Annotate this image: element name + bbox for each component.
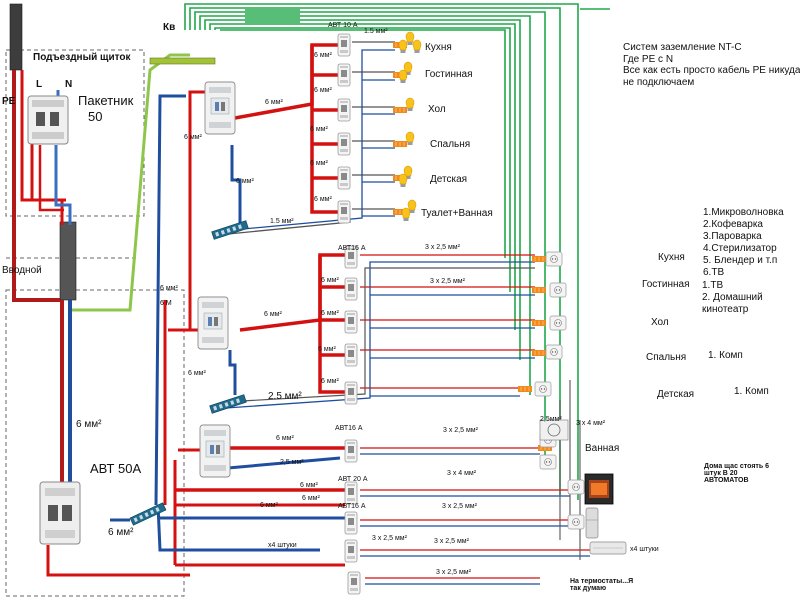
room-right-kids: Детская [657,389,695,400]
light-breaker-wire: 6 мм² [314,196,332,203]
light-group-wires [227,41,395,235]
pe-label: PE [2,96,16,107]
socket-breakers [344,245,358,405]
switch-value: 50 [88,109,103,124]
socket-rail-wire: 6 мм² [188,370,206,377]
terminal-block-icon [209,394,247,414]
room-right-kitchen: Кухня [658,252,685,263]
main-out-wire-label: 6 мм² [108,527,134,538]
wet-x4-right: х4 штуки [630,546,659,553]
kv-label: Кв [163,22,176,33]
main-breaker-label: АВТ 50А [90,461,142,476]
wet-line5: 3 х 2,5 мм² [436,569,471,576]
wet-bath: Ванная [585,443,620,454]
wet-rcd-wire: 6 мм² [276,435,294,442]
thermostats-note: На термостаты...Я так думаю [570,578,634,592]
wet-line4a: 3 х 2,5 мм² [372,535,407,542]
socket-rcd-wire: 6 мм² [264,311,282,318]
rcd-sockets-icon [197,296,229,350]
living-items: 1.ТВ 2. Домашний кинотеатр [702,280,763,315]
light-rcd-wire: 6 мм² [265,99,283,106]
l-label: L [36,79,43,90]
kids-items: 1. Комп [734,386,769,397]
ground-bus-lines [184,3,610,500]
wet-wire-c: 6 мм² [260,502,278,509]
socket-breaker-wire: 6 мм² [321,277,339,284]
light-breaker-wire: 6 мм² [314,52,332,59]
riser-cables [9,3,77,301]
wet-line2: 3 х 4 мм² [447,470,477,477]
kitchen-items: 1.Микроволновка 2.Кофеварка 3.Пароварка … [703,207,784,278]
light-wire-top: 1.5 мм² [364,28,388,35]
light-breaker-wire: 6 мм² [314,87,332,94]
wet-breaker3: АВТ16 А [338,503,366,510]
panel-title: Подъездный щиток [33,52,131,63]
bulb-icons [398,31,422,222]
wet-breakers [344,439,361,595]
wet-line4b: 3 х 2,5 мм² [434,538,469,545]
fridge-icon [585,507,599,539]
socket-feed-b: 6 М [160,300,172,307]
pe-wire [70,53,190,312]
light-bus-wire: 1.5 мм² [270,218,294,225]
light-breakers [337,33,351,224]
socket-line-a: 3 х 2,5 мм² [425,244,460,251]
wet-wire-a: 6 мм² [300,482,318,489]
oven-icon [584,473,614,505]
wet-cable-4: 3 х 4 мм² [576,420,606,427]
main-wire-label: 6 мм² [76,419,102,430]
socket-breaker-label: АВТ16 А [338,245,366,252]
room-right-living: Гостинная [642,279,690,290]
light-rail-wire: 6 мм² [236,178,254,185]
panel-wires [12,70,190,577]
room-bedroom: Спальня [430,139,471,150]
grounding-note: Систем заземление NT-C Где PE с N Все ка… [623,42,800,88]
wet-wire-b: 6 мм² [302,495,320,502]
room-kids: Детская [430,174,468,185]
light-feed-wire: 6 мм² [184,134,202,141]
socket-breaker-wire: 6 мм² [321,310,339,317]
room-wc: Туалет+Ванная [421,208,493,219]
wet-x4: х4 штуки [268,542,297,549]
home-note: Дома щас стоять 6 штук В 20 АВТОМАТОВ [704,463,769,484]
wet-line1: 3 х 2,5 мм² [443,427,478,434]
wet-breaker2: АВТ 20 А [338,476,368,483]
room-right-hall: Хол [651,317,669,328]
wet-line3: 3 х 2,5 мм² [442,503,477,510]
n-label: N [65,79,73,90]
room-living: Гостинная [425,69,473,80]
socket-group-wires [223,253,535,409]
light-breaker-label: АВТ 10 А [328,22,358,29]
rcd-wet-icon [199,424,231,478]
pe-bus-icon [149,57,216,65]
input-label: Вводной [2,265,42,276]
socket-feed-a: 6 мм² [160,285,178,292]
switch-label: Пакетник [78,93,134,108]
socket-breaker-wire: 6 мм² [318,346,336,353]
wet-n-wire: 2,5 мм² [280,459,304,466]
room-kitchen: Кухня [425,42,452,53]
light-breaker-wire: 6 мм² [310,126,328,133]
bedroom-items: 1. Комп [708,350,743,361]
room-hall: Хол [428,104,446,115]
terminal-block-icon [129,502,167,526]
main-breaker-icon [39,481,81,545]
rcd-light-icon [204,81,236,135]
trunk-wires [110,90,320,565]
room-right-bedroom: Спальня [646,352,687,363]
light-breaker-wire: 6 мм² [310,160,328,167]
wet-cable-25: 2,5мм² [540,416,562,423]
heater-icon [589,541,627,555]
socket-line-b: 3 х 2,5 мм² [430,278,465,285]
socket-bus-wire: 2.5 мм² [268,391,302,402]
wet-group-wires [160,380,590,585]
switch-icon [27,95,69,145]
socket-breaker-wire: 6 мм² [321,378,339,385]
wet-socket-icon [539,419,569,441]
wet-breaker1: АВТ16 А [335,425,363,432]
terminal-block-icon [211,220,249,240]
